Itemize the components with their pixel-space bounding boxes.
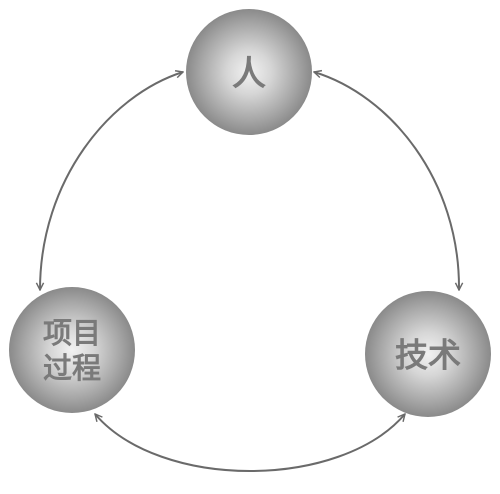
- sphere-right: [365, 291, 491, 417]
- node-top-label: 人: [232, 54, 266, 94]
- node-top: 人: [186, 9, 312, 135]
- node-left: 项目 过程: [9, 287, 135, 413]
- sphere-top: [186, 9, 312, 135]
- node-right: 技术: [365, 291, 491, 417]
- arrow-left-right: [95, 414, 405, 472]
- arrow-top-right: [314, 72, 459, 290]
- sphere-left: [9, 287, 135, 413]
- node-left-label-line2: 过程: [43, 351, 101, 385]
- node-right-label: 技术: [395, 336, 461, 375]
- arrow-top-left: [40, 72, 183, 290]
- node-left-label-line1: 项目: [43, 316, 101, 350]
